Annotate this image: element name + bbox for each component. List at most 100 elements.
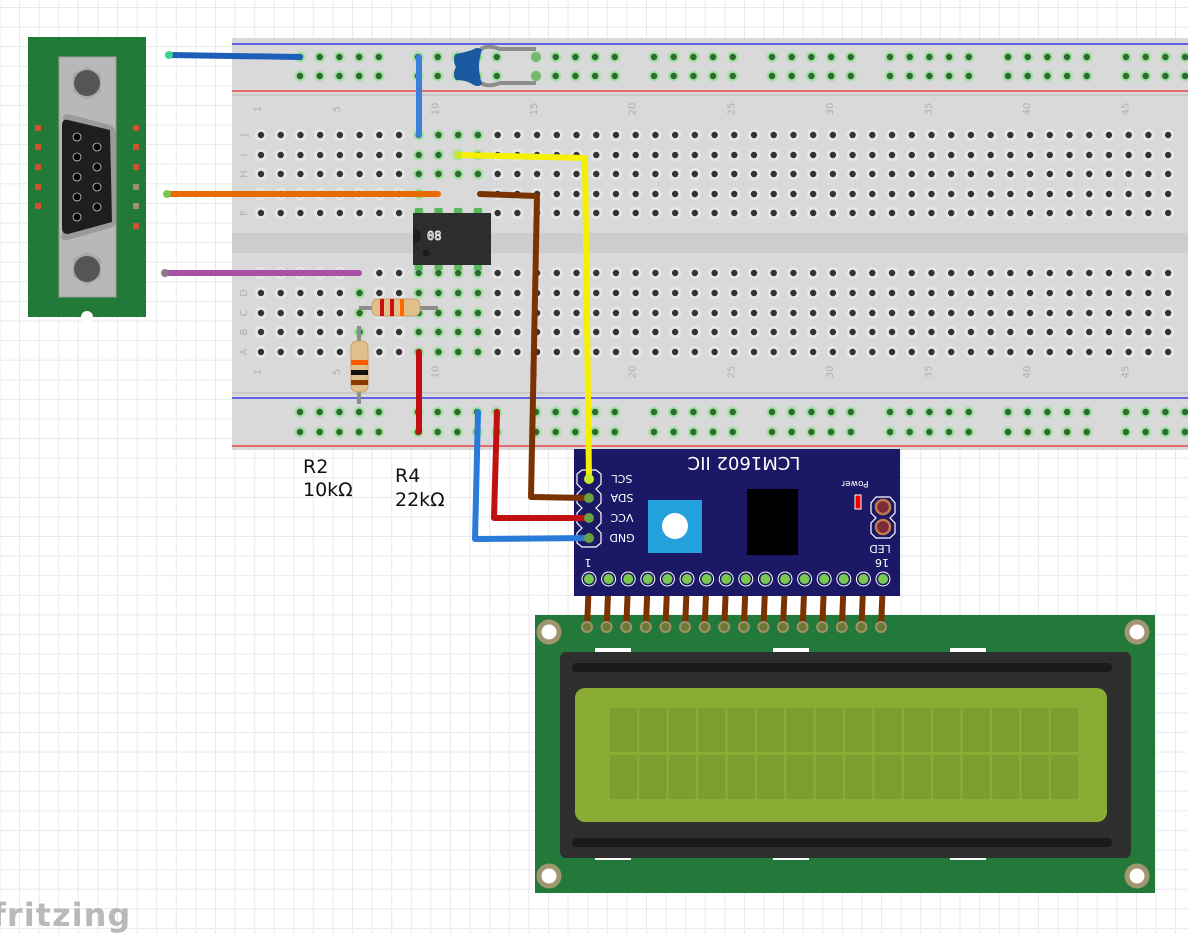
breadboard-hole[interactable]: [728, 326, 741, 338]
rail-hole[interactable]: [766, 70, 778, 82]
wire-end[interactable]: [165, 51, 173, 59]
rail-hole[interactable]: [884, 406, 896, 418]
breadboard-hole[interactable]: [393, 287, 406, 299]
breadboard-hole[interactable]: [609, 188, 622, 200]
breadboard-hole[interactable]: [649, 207, 662, 219]
breadboard-hole[interactable]: [1083, 267, 1096, 279]
rail-hole[interactable]: [1080, 426, 1093, 438]
rail-hole[interactable]: [1061, 51, 1074, 63]
breadboard-hole[interactable]: [570, 188, 583, 200]
breadboard-hole[interactable]: [1063, 287, 1076, 299]
breadboard-hole[interactable]: [846, 168, 859, 180]
i2c-header-pin[interactable]: [584, 533, 594, 543]
rail-hole[interactable]: [844, 70, 857, 82]
breadboard-hole[interactable]: [609, 207, 622, 219]
breadboard-hole[interactable]: [1024, 267, 1037, 279]
breadboard-hole[interactable]: [393, 168, 406, 180]
breadboard-hole[interactable]: [866, 326, 879, 338]
breadboard-hole[interactable]: [412, 149, 425, 161]
breadboard-hole[interactable]: [767, 149, 780, 161]
rail-hole[interactable]: [943, 51, 956, 63]
breadboard-hole[interactable]: [274, 129, 287, 141]
breadboard-hole[interactable]: [807, 267, 820, 279]
breadboard-hole[interactable]: [550, 287, 563, 299]
breadboard-hole[interactable]: [1122, 168, 1135, 180]
breadboard-hole[interactable]: [708, 188, 721, 200]
breadboard-hole[interactable]: [550, 188, 563, 200]
breadboard-hole[interactable]: [590, 188, 603, 200]
i2c-bottom-pin[interactable]: [799, 574, 810, 584]
breadboard-hole[interactable]: [550, 267, 563, 279]
breadboard-hole[interactable]: [609, 168, 622, 180]
rail-hole[interactable]: [667, 426, 680, 438]
breadboard-hole[interactable]: [905, 149, 918, 161]
breadboard-hole[interactable]: [984, 307, 997, 319]
breadboard-hole[interactable]: [491, 207, 504, 219]
breadboard-hole[interactable]: [1004, 326, 1017, 338]
breadboard-hole[interactable]: [905, 207, 918, 219]
breadboard-hole[interactable]: [1063, 267, 1076, 279]
breadboard-hole[interactable]: [866, 207, 879, 219]
breadboard-hole[interactable]: [905, 267, 918, 279]
breadboard-hole[interactable]: [511, 287, 524, 299]
breadboard-hole[interactable]: [590, 267, 603, 279]
breadboard-hole[interactable]: [1122, 307, 1135, 319]
breadboard-hole[interactable]: [826, 287, 839, 299]
potentiometer-knob[interactable]: [662, 513, 688, 539]
breadboard-hole[interactable]: [945, 267, 958, 279]
rail-hole[interactable]: [313, 51, 326, 63]
breadboard-hole[interactable]: [1162, 168, 1175, 180]
breadboard-hole[interactable]: [550, 207, 563, 219]
breadboard-hole[interactable]: [452, 287, 465, 299]
breadboard-hole[interactable]: [1004, 346, 1017, 358]
rail-hole[interactable]: [1120, 70, 1132, 82]
breadboard-hole[interactable]: [669, 326, 682, 338]
breadboard-hole[interactable]: [294, 287, 307, 299]
breadboard-hole[interactable]: [846, 207, 859, 219]
breadboard-hole[interactable]: [748, 346, 760, 358]
breadboard-hole[interactable]: [787, 287, 800, 299]
breadboard-hole[interactable]: [1083, 149, 1096, 161]
i2c-bottom-pin[interactable]: [642, 574, 653, 584]
rail-hole[interactable]: [687, 406, 700, 418]
breadboard-hole[interactable]: [669, 307, 682, 319]
breadboard-hole[interactable]: [511, 326, 524, 338]
breadboard-hole[interactable]: [669, 149, 682, 161]
rail-hole[interactable]: [353, 426, 366, 438]
breadboard-hole[interactable]: [511, 129, 524, 141]
rail-hole[interactable]: [667, 70, 680, 82]
rail-hole[interactable]: [353, 70, 366, 82]
breadboard-hole[interactable]: [886, 149, 899, 161]
breadboard-hole[interactable]: [945, 307, 958, 319]
breadboard-hole[interactable]: [412, 287, 425, 299]
breadboard-hole[interactable]: [373, 346, 386, 358]
wire-end[interactable]: [161, 269, 169, 277]
breadboard-hole[interactable]: [1083, 346, 1096, 358]
breadboard-hole[interactable]: [945, 149, 958, 161]
breadboard-hole[interactable]: [393, 207, 406, 219]
rail-hole[interactable]: [372, 51, 385, 63]
breadboard-hole[interactable]: [609, 287, 622, 299]
breadboard-hole[interactable]: [1162, 149, 1175, 161]
breadboard-hole[interactable]: [826, 207, 839, 219]
breadboard-hole[interactable]: [866, 149, 879, 161]
rail-hole[interactable]: [1120, 406, 1132, 418]
rail-hole[interactable]: [884, 51, 896, 63]
breadboard-hole[interactable]: [905, 346, 918, 358]
rail-hole[interactable]: [1061, 406, 1074, 418]
rail-hole[interactable]: [707, 426, 720, 438]
rail-hole[interactable]: [608, 70, 621, 82]
i2c-bottom-pin[interactable]: [760, 574, 771, 584]
breadboard-hole[interactable]: [471, 346, 484, 358]
breadboard-hole[interactable]: [964, 267, 977, 279]
breadboard-hole[interactable]: [708, 267, 721, 279]
breadboard-hole[interactable]: [748, 267, 760, 279]
breadboard-hole[interactable]: [964, 326, 977, 338]
rail-hole[interactable]: [333, 51, 346, 63]
breadboard-hole[interactable]: [452, 307, 465, 319]
rail-hole[interactable]: [648, 406, 660, 418]
breadboard-hole[interactable]: [590, 326, 603, 338]
breadboard-hole[interactable]: [255, 346, 267, 358]
breadboard-hole[interactable]: [609, 346, 622, 358]
